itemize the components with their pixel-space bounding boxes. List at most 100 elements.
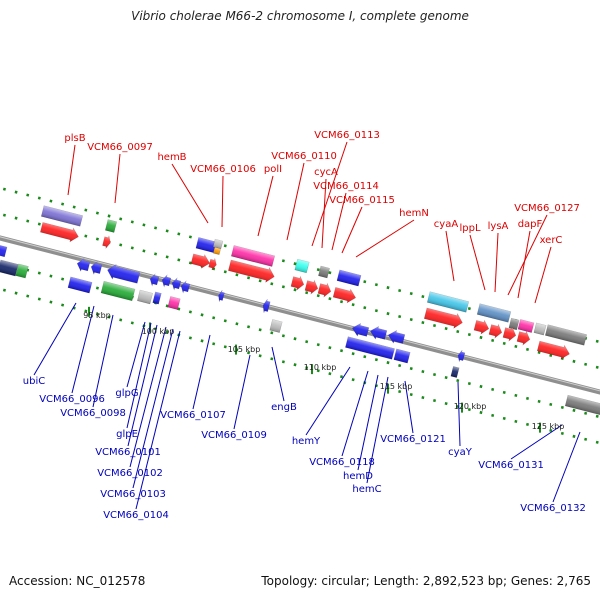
gene-rev-4: [161, 274, 172, 288]
leader-rev-18: [510, 424, 563, 460]
gene-blue-5: [393, 348, 411, 364]
gene-pink-1: [517, 319, 535, 333]
gene-arrow-13: [516, 330, 531, 346]
gene-label-fwd-13: lysA: [488, 221, 509, 232]
gene-aqua-0: [294, 258, 310, 274]
gene-orange-0: [213, 247, 221, 255]
gene-arrow-6: [304, 279, 319, 295]
gene-pink-2: [167, 296, 181, 310]
gene-label-fwd-1: VCM66_0097: [87, 142, 153, 153]
gene-label-fwd-4: polI: [264, 164, 282, 175]
gene-label-fwd-9: VCM66_0115: [329, 195, 395, 206]
leader-fwd-1: [114, 153, 121, 204]
gene-arrow-3: [208, 258, 217, 271]
gene-label-fwd-11: cyaA: [434, 219, 459, 230]
gene-rev-11: [387, 329, 406, 344]
leader-rev-14: [357, 374, 379, 471]
gene-arrow-9: [423, 307, 463, 329]
gene-label-rev-7: VCM66_0103: [100, 489, 166, 500]
kbp-label-6: 125 kbp: [532, 422, 565, 431]
gene-steel-0: [476, 303, 512, 323]
leader-fwd-11: [445, 230, 455, 282]
gene-label-fwd-0: plsB: [64, 133, 85, 144]
leader-rev-15: [366, 376, 389, 484]
gene-rev-0: [76, 257, 91, 272]
leader-rev-9: [192, 334, 211, 410]
gene-label-fwd-12: lppL: [459, 223, 480, 234]
leader-fwd-5: [286, 162, 305, 241]
gene-label-rev-14: hemD: [343, 471, 373, 482]
gene-blue-1: [336, 269, 362, 287]
leader-rev-19: [552, 431, 581, 503]
gene-label-fwd-14: VCM66_0127: [514, 203, 580, 214]
kbp-label-3: 110 kbp: [304, 363, 337, 372]
gene-rev-5: [171, 277, 182, 291]
gene-label-rev-9: VCM66_0107: [160, 410, 226, 421]
gene-label-rev-12: hemY: [292, 436, 321, 447]
leader-rev-12: [305, 366, 351, 436]
gene-label-fwd-7: cycA: [314, 167, 338, 178]
leader-fwd-14: [507, 214, 548, 296]
gene-label-rev-13: VCM66_0118: [309, 457, 375, 468]
leader-rev-4: [126, 322, 152, 429]
gene-label-fwd-2: hemB: [157, 152, 186, 163]
gene-label-rev-3: glpG: [115, 388, 138, 399]
scale-dotted-line-1: [0, 212, 600, 370]
gene-arrow-14: [536, 340, 570, 360]
kbp-label-2: 105 kbp: [228, 345, 261, 354]
leader-fwd-9: [341, 206, 363, 254]
gene-label-rev-1: VCM66_0096: [39, 394, 105, 405]
gene-label-fwd-3: VCM66_0106: [190, 164, 256, 175]
gene-rev-6: [180, 280, 191, 294]
gene-rev-edge-0: [0, 242, 8, 258]
gene-green-small: [104, 219, 118, 233]
leader-fwd-15: [517, 230, 531, 299]
gene-label-fwd-15: dapF: [518, 219, 543, 230]
leader-rev-10: [233, 354, 251, 430]
chromosome-backbone: [0, 235, 600, 395]
gene-label-rev-16: VCM66_0121: [380, 434, 446, 445]
leader-rev-13: [341, 370, 369, 457]
leader-rev-8: [135, 330, 181, 510]
accession-text: Accession: NC_012578: [9, 574, 146, 588]
kbp-label-5: 120 kbp: [454, 402, 487, 411]
gene-gray-3: [564, 394, 600, 416]
gene-label-fwd-6: VCM66_0113: [314, 130, 380, 141]
gene-label-rev-18: VCM66_0131: [478, 460, 544, 471]
gene-arrow-1: [102, 235, 111, 249]
gene-purple-0: [40, 205, 84, 227]
leader-rev-6: [129, 326, 167, 468]
gene-rev-1: [90, 260, 103, 276]
gene-silver-3: [269, 319, 283, 333]
leader-rev-0: [33, 302, 77, 376]
gene-label-fwd-16: xerC: [540, 235, 563, 246]
gene-rev-7: [218, 289, 225, 302]
leader-fwd-3: [221, 175, 224, 228]
gene-blue-4: [345, 336, 395, 360]
gene-label-rev-8: VCM66_0104: [103, 510, 169, 521]
kbp-label-4: 115 kbp: [380, 382, 413, 391]
gene-green-edge: [15, 263, 29, 279]
gene-arrow-4: [228, 259, 275, 283]
leader-fwd-10: [355, 219, 415, 258]
gene-rev-8: [262, 299, 271, 313]
gene-label-rev-5: VCM66_0101: [95, 447, 161, 458]
leader-fwd-16: [534, 246, 552, 304]
gene-gray-2: [544, 324, 588, 346]
gene-navy-0: [0, 259, 19, 277]
gene-blue-3: [152, 291, 162, 305]
gene-arrow-5: [290, 275, 305, 291]
gene-rev-12: [457, 349, 466, 362]
gene-label-rev-17: cyaY: [448, 447, 473, 458]
gene-arrow-2: [190, 253, 211, 269]
leader-rev-11: [271, 346, 285, 402]
leader-fwd-0: [67, 144, 76, 196]
gene-label-rev-10: VCM66_0109: [201, 430, 267, 441]
gene-silver-0: [212, 238, 224, 250]
gene-arrow-11: [488, 323, 503, 339]
gene-label-rev-2: VCM66_0098: [60, 408, 126, 419]
gene-pink-0: [230, 245, 276, 267]
kbp-label-0: 95 kbp: [83, 311, 111, 320]
leader-fwd-12: [469, 234, 486, 291]
